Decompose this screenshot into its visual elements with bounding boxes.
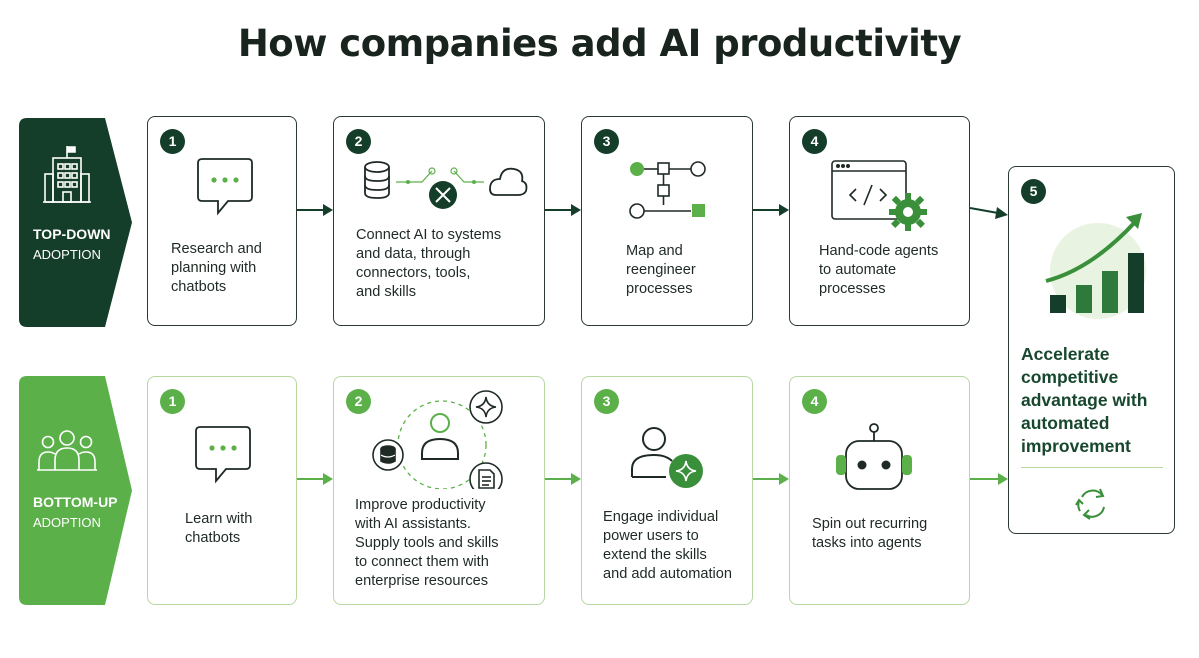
arrow-top-3 [753, 204, 789, 216]
cycle-arrows-icon [1074, 485, 1110, 526]
arrow-top-1 [297, 204, 333, 216]
final-step-card: 5 Accelerate competitive advantage with … [1008, 166, 1175, 534]
step-number: 2 [346, 389, 371, 414]
bottom-step-2-card: 2 Improve productivity with AI assistant… [333, 376, 545, 605]
step-text: Engage individual power users to extend … [603, 509, 733, 582]
chat-bubble-icon [194, 425, 252, 492]
step-text: Learn with chatbots [185, 511, 253, 546]
arrow-bottom-1 [297, 473, 333, 485]
top-down-sublabel: ADOPTION [33, 247, 101, 262]
step-number: 5 [1021, 179, 1046, 204]
arrow-bottom-3 [753, 473, 789, 485]
bottom-step-1-card: 1 Learn with chatbots [147, 376, 297, 605]
step-text: Research and planning with chatbots [171, 241, 262, 295]
top-step-1-card: 1 Research and planning with chatbots [147, 116, 297, 326]
arrow-top-2 [545, 204, 581, 216]
step-text: Spin out recurring tasks into agents [812, 516, 928, 551]
bottom-up-label: BOTTOM-UP [33, 494, 118, 510]
step-number: 4 [802, 129, 827, 154]
top-step-4-card: 4 Hand-code agents to automate processes [789, 116, 970, 326]
bottom-up-sublabel: ADOPTION [33, 515, 101, 530]
top-step-2-card: 2 Connect AI to systems and data, throug… [333, 116, 545, 326]
final-step-text: Accelerate competitive advantage with au… [1021, 344, 1148, 456]
bottom-step-3-card: 3 Engage individual power users to exten… [581, 376, 753, 605]
step-number: 1 [160, 129, 185, 154]
step-number: 3 [594, 389, 619, 414]
user-sparkle-icon [628, 425, 706, 502]
step-text: Map and reengineer processes [626, 243, 696, 297]
user-network-icon [368, 387, 508, 496]
step-text: Improve productivity with AI assistants.… [355, 497, 499, 589]
step-number: 1 [160, 389, 185, 414]
step-text: Hand-code agents to automate processes [819, 243, 939, 297]
process-map-icon [628, 159, 708, 228]
bottom-step-4-card: 4 Spin out recurring tasks into agents [789, 376, 970, 605]
step-number: 4 [802, 389, 827, 414]
page-title: How companies add AI productivity [237, 22, 962, 65]
step-text: Connect AI to systems and data, through … [356, 227, 502, 300]
arrow-bottom-2 [545, 473, 581, 485]
step-number: 2 [346, 129, 371, 154]
chat-bubble-icon [196, 157, 254, 224]
top-down-chevron: TOP-DOWN ADOPTION [19, 118, 133, 327]
arrow-top-4 [970, 207, 1008, 219]
arrow-bottom-4 [970, 473, 1008, 485]
code-window-gear-icon [830, 159, 934, 236]
bottom-up-chevron: BOTTOM-UP ADOPTION [19, 376, 133, 605]
top-step-3-card: 3 Map and reengineer processes [581, 116, 753, 326]
robot-icon [834, 423, 914, 498]
growth-chart-icon [1042, 207, 1154, 324]
divider [1021, 467, 1163, 468]
top-down-label: TOP-DOWN [33, 226, 111, 242]
database-tools-cloud-icon [360, 157, 530, 220]
step-number: 3 [594, 129, 619, 154]
